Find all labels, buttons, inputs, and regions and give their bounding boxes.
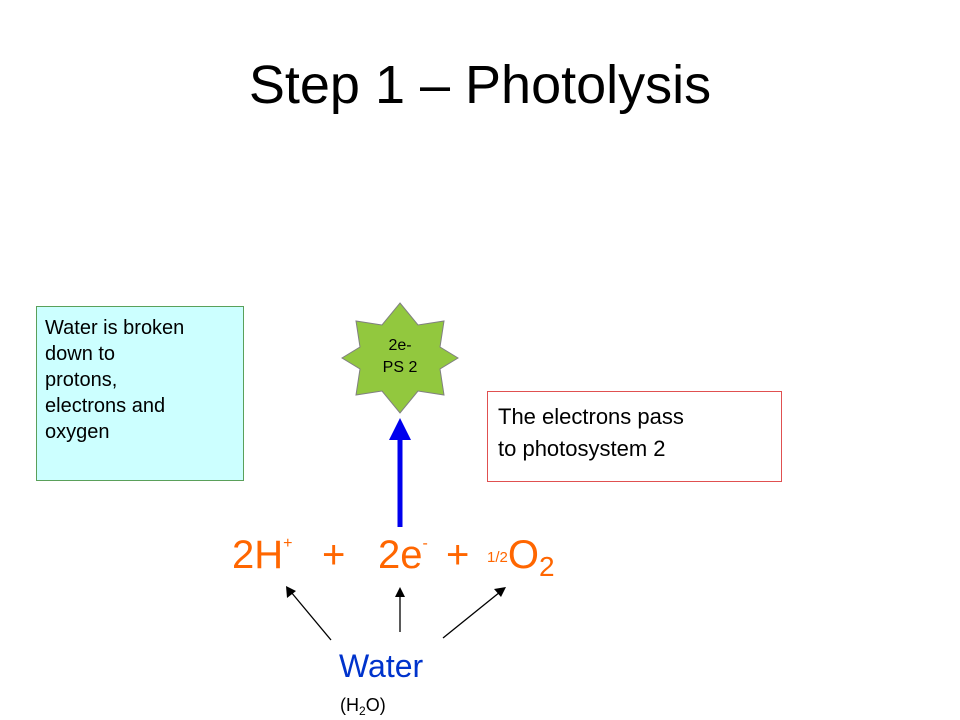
photosystem-star-shape bbox=[341, 302, 459, 414]
info-line: oxygen bbox=[45, 421, 110, 443]
electron-line: to photosystem 2 bbox=[498, 435, 666, 461]
plus-sign-1: + bbox=[322, 533, 346, 577]
info-line: electrons and bbox=[45, 395, 166, 417]
oxygen-subscript: 2 bbox=[538, 551, 555, 582]
electron-box: The electrons pass to photosystem 2 bbox=[487, 391, 782, 482]
electrons-charge: - bbox=[422, 535, 428, 552]
protons-symbol: 2H bbox=[232, 533, 284, 577]
oxygen-term: 1/2O2 bbox=[487, 533, 555, 581]
upward-arrow-head bbox=[389, 418, 411, 440]
arrow-to-protons bbox=[290, 591, 332, 641]
info-line: protons, bbox=[45, 369, 118, 391]
protons-term: 2H+ bbox=[232, 535, 292, 575]
plus-sign-2: + bbox=[446, 533, 470, 577]
electron-line: The electrons pass bbox=[498, 404, 684, 429]
water-label: Water bbox=[339, 648, 424, 684]
star-line-2: PS 2 bbox=[382, 359, 418, 377]
star-label: 2e- PS 2 bbox=[345, 335, 455, 380]
info-box: Water is broken down to protons, electro… bbox=[36, 306, 244, 481]
info-line: down to bbox=[45, 343, 116, 365]
page-title: Step 1 – Photolysis bbox=[248, 55, 712, 115]
water-formula: (H2O) bbox=[340, 695, 386, 718]
protons-charge: + bbox=[283, 535, 293, 552]
electrons-symbol: 2e bbox=[378, 533, 423, 577]
arrow-to-electrons-head bbox=[395, 587, 405, 597]
arrow-to-protons-head bbox=[286, 586, 296, 598]
info-line: Water is broken bbox=[45, 317, 185, 339]
arrow-to-oxygen bbox=[442, 591, 501, 639]
oxygen-symbol: O bbox=[507, 533, 539, 577]
electrons-term: 2e- bbox=[378, 535, 428, 575]
arrow-to-oxygen-head bbox=[494, 587, 506, 597]
half-coefficient: 1/2 bbox=[487, 549, 508, 566]
star-line-1: 2e- bbox=[388, 337, 412, 354]
